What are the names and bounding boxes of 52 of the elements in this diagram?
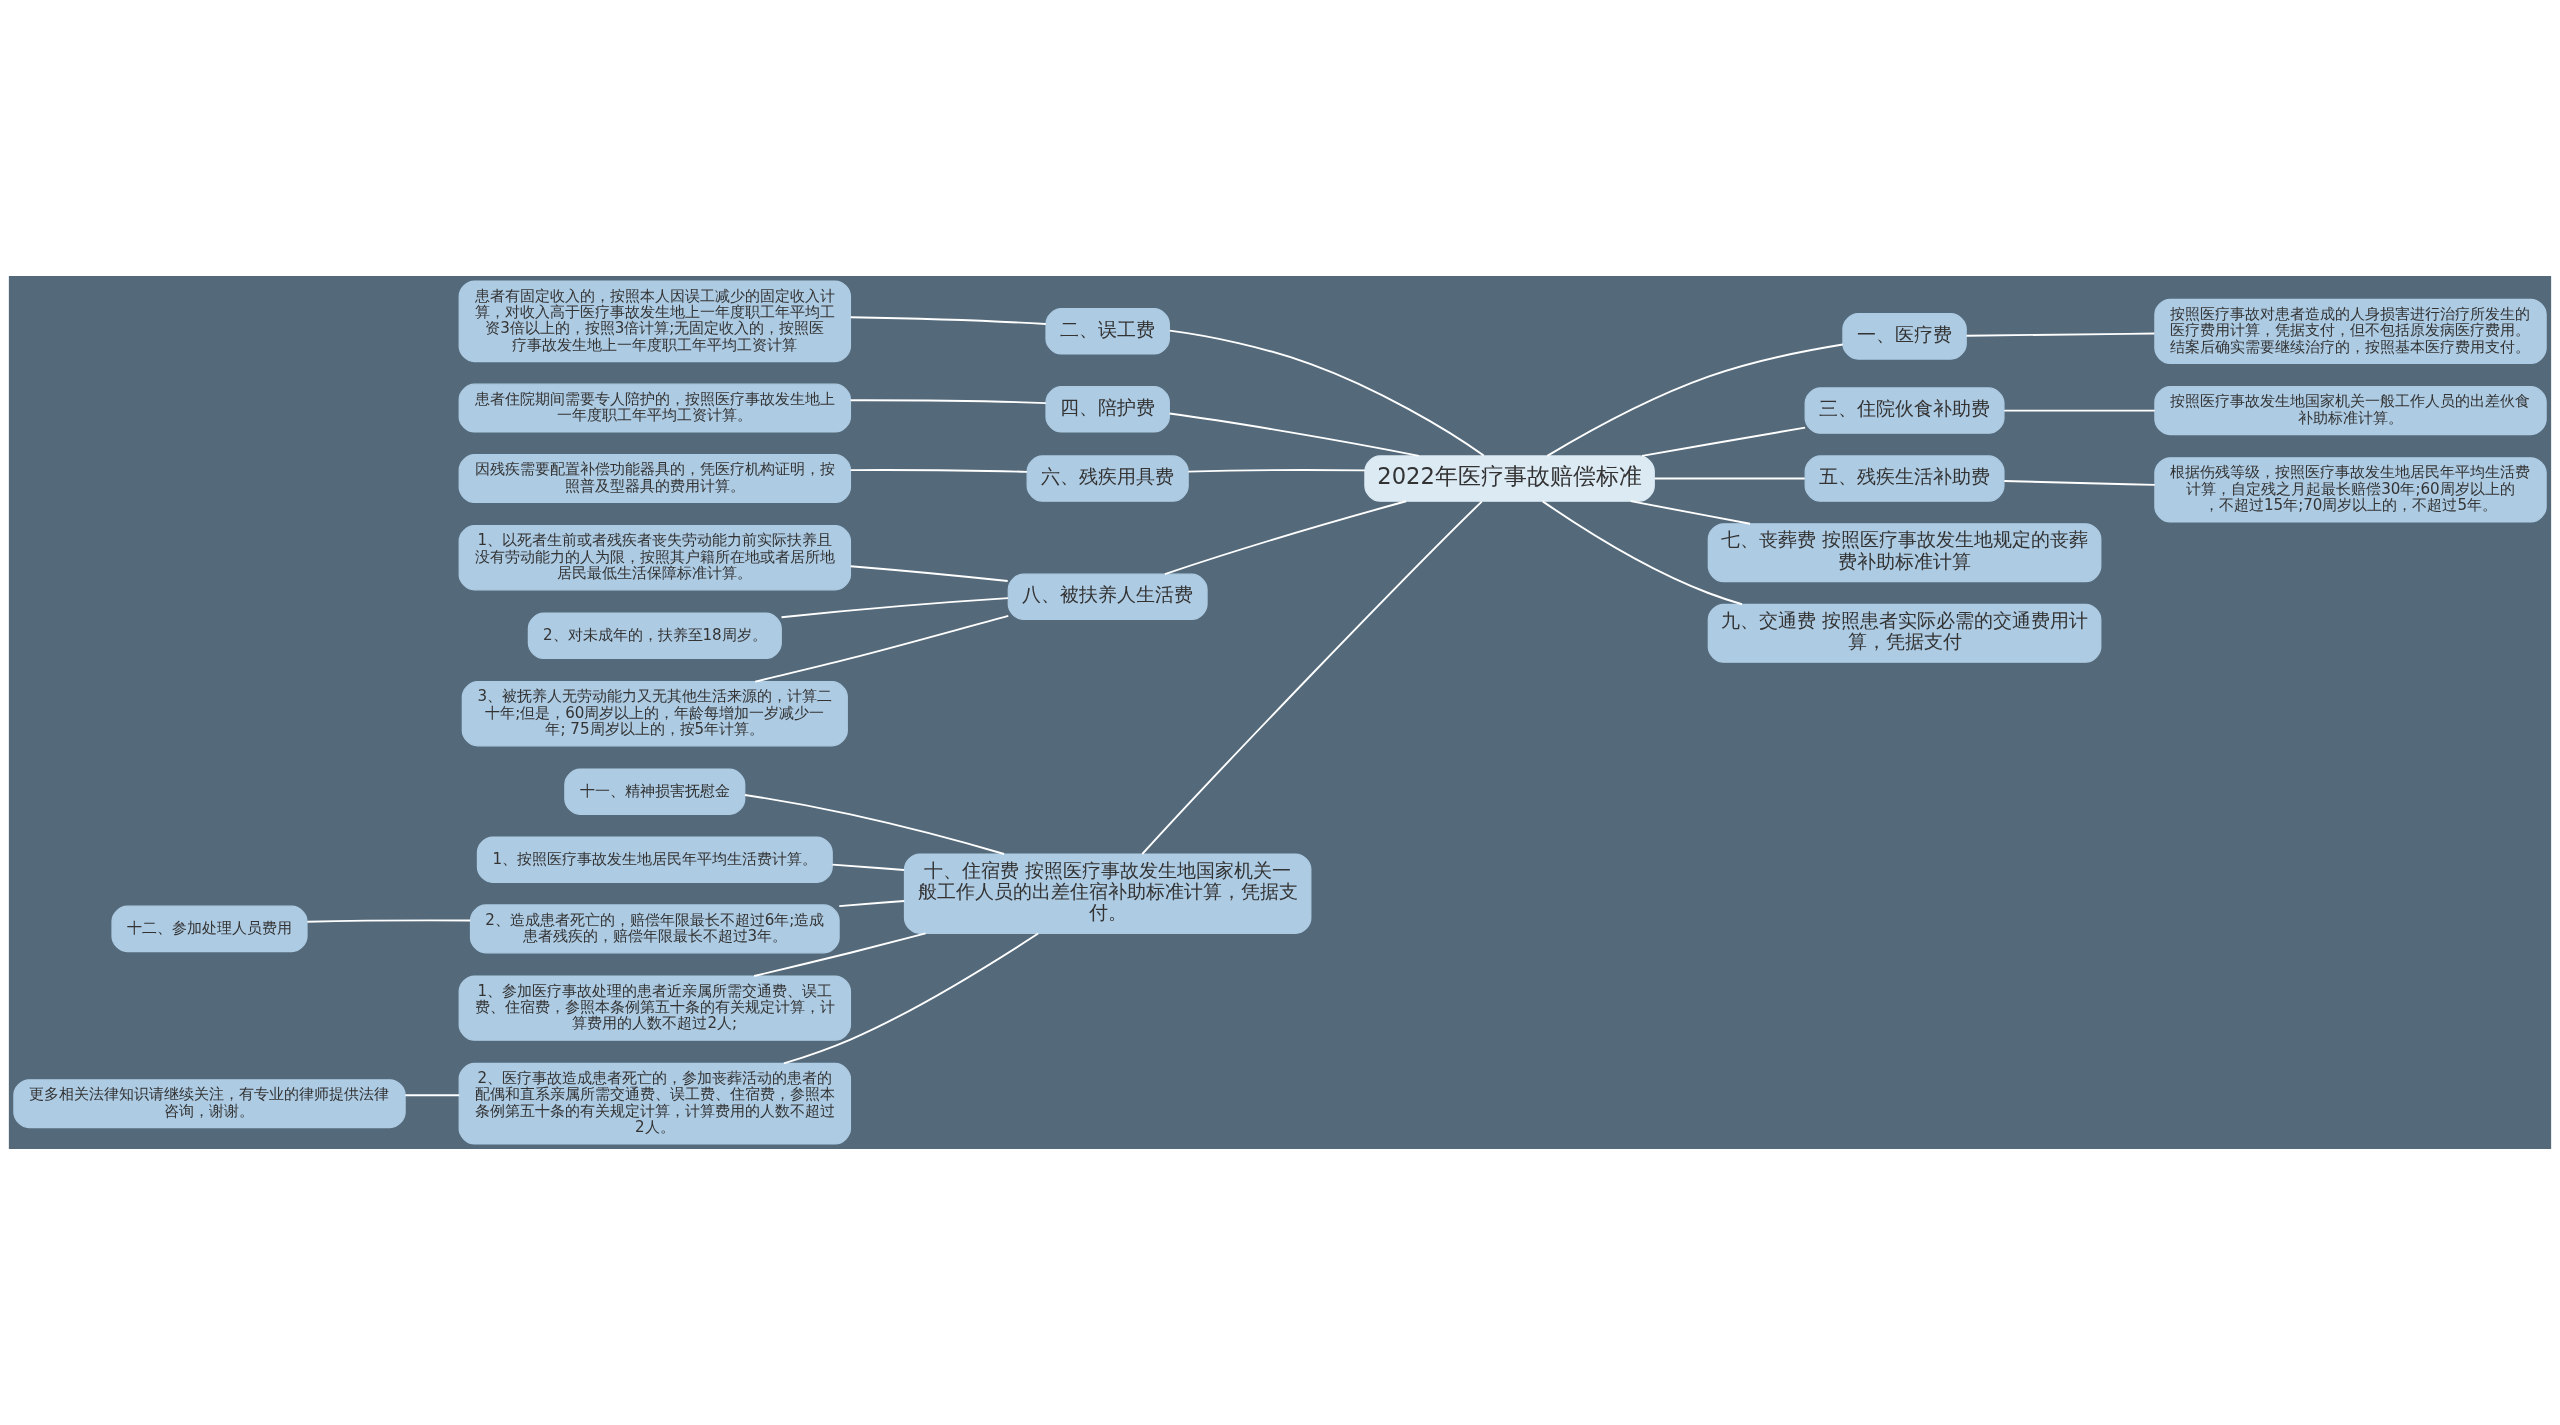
node-box: 按照医疗事故发生地国家机关一般工作人员的出差伙食补助标准计算。 [2154,386,2547,436]
node-box: 一、医疗费 [1842,313,1967,360]
connector [754,614,1010,683]
connector [1965,332,2156,337]
node-box: 更多相关法律知识请继续关注，有专业的律师提供法律咨询，谢谢。 [13,1079,406,1129]
node-box: 2、对未成年的，扶养至18周岁。 [527,612,782,660]
connector [849,469,1028,473]
node-box: 十、住宿费 按照医疗事故发生地国家机关一般工作人员的出差住宿补助标准计算，凭据支付。 [903,853,1312,934]
connector [780,597,1009,619]
connector [849,565,1009,582]
node-box: 2、造成患者死亡的，赔偿年限最长不超过6年;造成患者残疾的，赔偿年限最长不超过3年。 [469,904,840,954]
node-box: 六、残疾用具费 [1026,455,1189,502]
connector [1641,426,1807,457]
connector [1168,412,1420,457]
connector [831,863,906,871]
connector [1141,500,1483,855]
connector [1187,469,1366,473]
node-box: 八、被扶养人生活费 [1007,573,1208,621]
node-box: 1、以死者生前或者残疾者丧失劳动能力前实际扶养且没有劳动能力的人为限，按照其户籍所在地或者居所地居民最低生活保障标准计算。 [458,525,852,591]
connector [1168,329,1485,457]
connector [1541,500,1743,606]
connector [2003,409,2156,412]
connector [743,794,1006,855]
node-box: 患者有固定收入的，按照本人因误工减少的固定收入计算，对收入高于医疗事故发生地上一年度职工年平均工资3倍以上的，按照3倍计算;无固定收入的，按照医疗事故发生地上一年度职工年平均工资计算 [458,280,852,363]
connector [2003,480,2156,486]
connector [404,1094,461,1097]
node-box: 三、住院伙食补助费 [1804,387,2005,434]
connector [1546,343,1844,457]
node-box: 3、被抚养人无劳动能力又无其他生活来源的，计算二十年;但是，60周岁以上的，年龄每增加一岁减少一年; 75周岁以上的，按5年计算。 [461,681,848,747]
node-box: 十一、精神损害抚慰金 [564,768,746,815]
node-box: 四、陪护费 [1045,386,1170,433]
node-box: 按照医疗事故对患者造成的人身损害进行治疗所发生的医疗费用计算，凭据支付，但不包括原发病医疗费用。结案后确实需要继续治疗的，按照基本医疗费用支付。 [2154,298,2547,365]
connector [782,932,1040,1065]
connector [838,900,906,908]
node-box: 1、参加医疗事故处理的患者近亲属所需交通费、误工费、住宿费，参照本条例第五十条的有关规定计算，计算费用的人数不超过2人; [458,975,852,1041]
node-box: 十二、参加处理人员费用 [111,905,308,953]
node-box: 2022年医疗事故赔偿标准 [1364,455,1655,502]
node-box: 因残疾需要配置补偿功能器具的，凭医疗机构证明，按照普及型器具的费用计算。 [458,454,852,504]
node-box: 七、丧葬费 按照医疗事故发生地规定的丧葬费补助标准计算 [1707,523,2102,583]
node-box: 患者住院期间需要专人陪护的，按照医疗事故发生地上一年度职工年平均工资计算。 [458,383,852,433]
node-box: 五、残疾生活补助费 [1804,455,2005,502]
connector [849,316,1047,325]
connector [306,919,472,923]
node-box: 根据伤残等级，按照医疗事故发生地居民年平均生活费计算，自定残之月起最长赔偿30年;60周岁以上的，不超过15年;70周岁以上的，不超过5年。 [2154,457,2547,523]
node-box: 2、医疗事故造成患者死亡的，参加丧葬活动的患者的配偶和直系亲属所需交通费、误工费、住宿费，参照本条例第五十条的有关规定计算，计算费用的人数不超过2人。 [458,1062,852,1145]
node-box: 二、误工费 [1045,308,1170,355]
connector [1163,500,1408,576]
node-box: 九、交通费 按照患者实际必需的交通费用计算，凭据支付 [1707,603,2102,663]
connector [1629,500,1751,525]
node-box: 1、按照医疗事故发生地居民年平均生活费计算。 [476,836,833,883]
connector [1653,477,1806,480]
connector [849,399,1047,405]
